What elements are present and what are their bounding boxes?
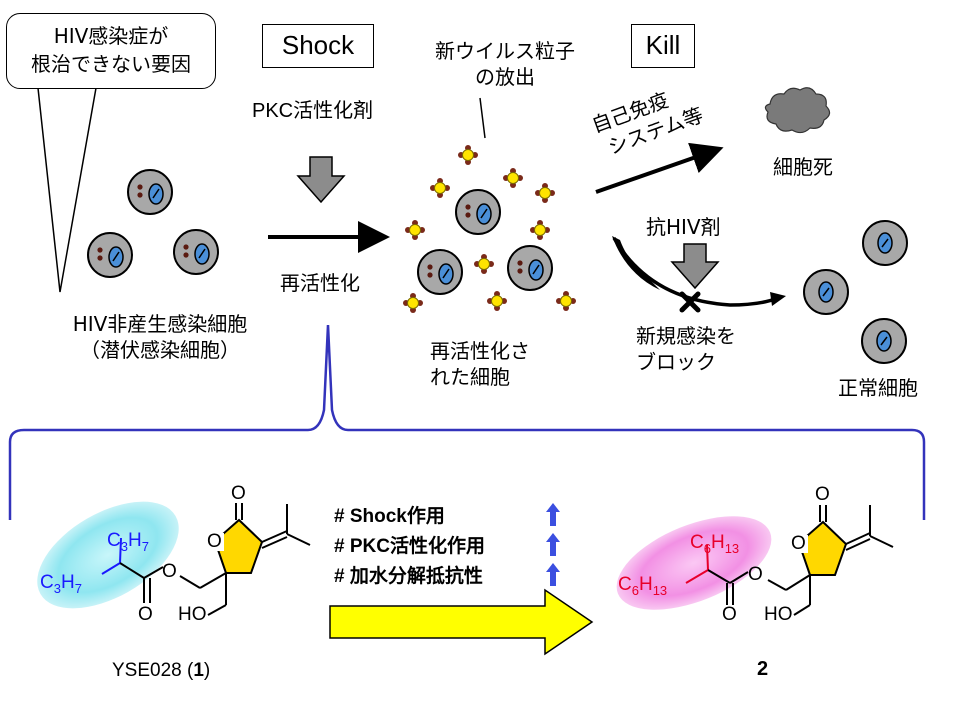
dead-cell-cloud (764, 87, 831, 134)
latent-cells-label: HIV非産生感染細胞 （潜伏感染細胞） (40, 311, 280, 363)
compound1-carbonyl-o: O (138, 604, 153, 625)
block-x-mark (679, 291, 701, 313)
virus-particle (457, 144, 479, 166)
reactivation-label: 再活性化 (280, 271, 360, 295)
normal-cell (862, 220, 908, 266)
bubble-line1: HIV感染症が (53, 24, 169, 48)
compound1-label: YSE028 (1) (112, 660, 210, 682)
block-line1: 新規感染を (636, 324, 736, 348)
virus-pointer (479, 97, 486, 139)
normal-cells-label: 正常細胞 (838, 376, 918, 400)
virus-particle (473, 253, 495, 275)
anti-hiv-down-arrow (670, 243, 720, 290)
normal-cell (861, 318, 907, 364)
virus-particle (429, 177, 451, 199)
virus-particle (402, 292, 424, 314)
compound1-highlight (37, 501, 179, 609)
modification-arrow (329, 588, 594, 656)
compound1-substituent-lower: C3H7 (40, 572, 82, 596)
bubble-line2: 根治できない要因 (31, 52, 191, 76)
compound1-hydroxyl: HO (178, 604, 207, 625)
virus-particle (486, 290, 508, 312)
latent-cell (87, 232, 133, 278)
reactivated-cell (507, 245, 553, 291)
reactivated-line2: れた細胞 (430, 365, 510, 389)
feature-hydrolysis: # 加水分解抵抗性 (334, 566, 483, 587)
compound1-number: 1 (193, 660, 204, 681)
virus-particle (502, 167, 524, 189)
compound2-lactone-o: O (815, 484, 830, 505)
virus-particle (555, 290, 577, 312)
compound2-substituent-upper: C6H13 (690, 532, 740, 556)
up-arrow (546, 503, 560, 526)
compound1-lactone-o: O (231, 483, 246, 504)
bubble-tail (37, 87, 97, 293)
cell-death-label: 細胞死 (773, 155, 833, 179)
compound2-ester-o: O (748, 564, 763, 585)
pkc-down-arrow (296, 156, 346, 204)
feature-pkc: # PKC活性化作用 (334, 536, 485, 557)
compound2-substituent-lower: C6H13 (618, 574, 668, 598)
reactivated-cells-label: 再活性化さ れた細胞 (430, 338, 530, 390)
virus-particle (534, 182, 556, 204)
virus-release-line2: の放出 (475, 65, 535, 89)
speech-bubble: HIV感染症が 根治できない要因 (6, 13, 216, 89)
virus-particle (529, 219, 551, 241)
block-label: 新規感染を ブロック (636, 323, 736, 375)
up-arrow (546, 563, 560, 586)
compound1-substituent-upper: C3H7 (107, 530, 149, 554)
block-line2: ブロック (636, 350, 716, 374)
infection-arrowhead (770, 292, 786, 306)
virus-release-line1: 新ウイルス粒子 (435, 39, 575, 63)
normal-cell (803, 269, 849, 315)
compound2-hydroxyl: HO (764, 604, 793, 625)
virus-release-label: 新ウイルス粒子 の放出 (405, 38, 605, 90)
compound2-structure (685, 544, 811, 616)
feature-shock: # Shock作用 (334, 506, 445, 527)
compound1-ester-o: O (162, 561, 177, 582)
compound1-ring-o: O (207, 531, 222, 552)
compound1-close-paren: ) (203, 660, 211, 681)
compound2-carbonyl-o: O (722, 604, 737, 625)
bracket-brace (8, 324, 926, 520)
immune-arrow (595, 142, 724, 194)
latent-cell (173, 229, 219, 275)
latent-line2: （潜伏感染細胞） (80, 338, 240, 362)
latent-cell (127, 169, 173, 215)
compound1-structure (101, 537, 227, 616)
latent-line1: HIV非産生感染細胞 (72, 312, 248, 336)
compound1-name: YSE028 ( (112, 660, 194, 681)
shock-box: Shock (262, 24, 374, 68)
reactivated-cell (455, 189, 501, 235)
compound2-highlight (616, 516, 772, 610)
reactivated-cell (417, 249, 463, 295)
pkc-agent-label: PKC活性化剤 (252, 100, 374, 122)
compound2-label: 2 (757, 658, 769, 680)
compound2-ring-o: O (791, 533, 806, 554)
up-arrow (546, 533, 560, 556)
reactivated-line1: 再活性化さ (430, 339, 530, 363)
anti-hiv-label: 抗HIV剤 (646, 215, 721, 239)
kill-box: Kill (631, 24, 695, 68)
virus-particle (404, 219, 426, 241)
